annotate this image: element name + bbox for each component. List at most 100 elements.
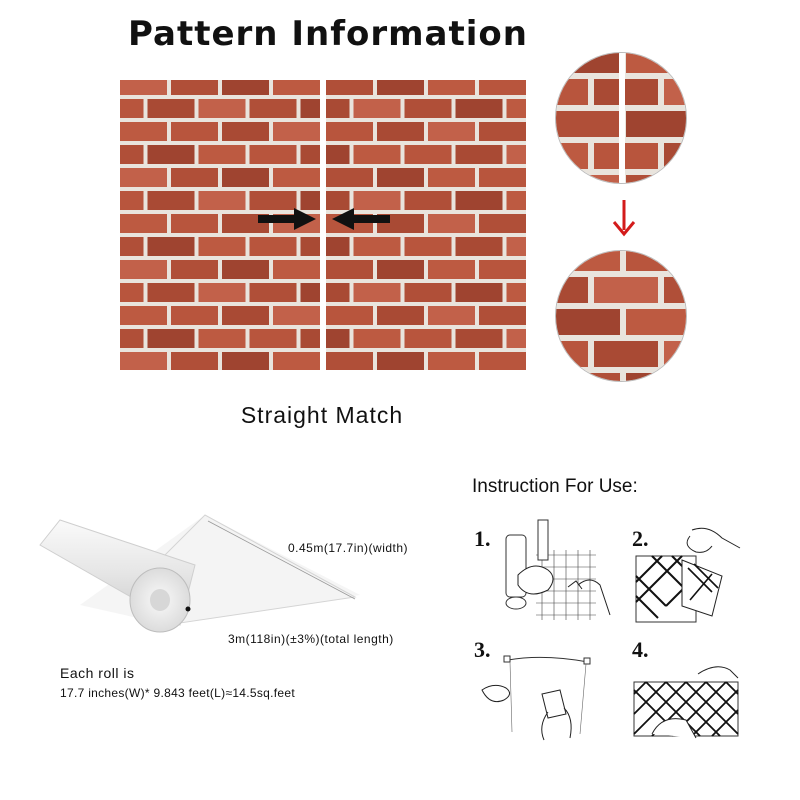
step-2-apply-paste-icon [635,527,741,623]
brick [506,99,526,118]
seam-gap [619,53,625,183]
brick [326,122,373,141]
brick [377,122,424,141]
brick [273,352,320,370]
step-1-number: 1. [474,526,491,551]
brick [404,99,452,118]
brick [120,283,144,302]
brick [353,329,401,348]
brick [273,168,320,187]
brick [249,99,297,118]
brick [326,145,350,164]
brick [455,145,503,164]
brick [455,99,503,118]
brick [664,79,686,105]
brick [326,352,373,370]
brick [594,79,658,105]
brick [353,283,401,302]
step-4-number: 4. [632,637,649,662]
brick [594,277,658,303]
brick [326,306,373,325]
brick [455,237,503,256]
brick [147,99,195,118]
brick [479,260,526,279]
brick [300,237,320,256]
brick [120,80,167,95]
brick [273,260,320,279]
brick [626,175,686,183]
brick [326,260,373,279]
brick [664,341,686,367]
left-arrow-icon [332,208,390,230]
step-3-hang-smooth-icon [481,655,591,741]
wallpaper-roll-icon [39,514,360,633]
brick [198,237,246,256]
brick [198,283,246,302]
brick [428,122,475,141]
brick [404,237,452,256]
brick [222,214,269,233]
brick [300,329,320,348]
brick [326,283,350,302]
brick [506,283,526,302]
brick [428,260,475,279]
brick [300,145,320,164]
zoom-circle-matched [555,250,687,382]
step-2-number: 2. [632,526,649,551]
brick [326,168,373,187]
brick [222,168,269,187]
brick [120,352,167,370]
brick [353,145,401,164]
brick-pattern-left [120,80,320,370]
brick [249,237,297,256]
brick [556,277,588,303]
brick [198,191,246,210]
brick [300,191,320,210]
brick [506,237,526,256]
brick [556,251,620,271]
brick [556,373,620,381]
brick [626,251,686,271]
match-type-label: Straight Match [240,402,404,428]
brick [377,80,424,95]
brick [171,122,218,141]
brick [594,143,658,169]
brick [249,145,297,164]
brick [626,53,686,73]
brick [171,214,218,233]
brick [556,341,588,367]
brick [506,191,526,210]
brick [120,329,144,348]
brick [147,191,195,210]
brick [120,168,167,187]
brick [249,283,297,302]
down-arrow-icon [612,200,636,237]
brick [198,99,246,118]
brick [377,306,424,325]
brick [273,122,320,141]
brick [377,260,424,279]
brick [300,283,320,302]
brick [455,191,503,210]
brick [455,283,503,302]
brick [404,283,452,302]
brick [626,111,686,137]
brick [120,214,167,233]
brick [326,329,350,348]
brick [326,99,350,118]
brick [198,329,246,348]
brick [273,306,320,325]
brick [249,191,297,210]
brick [120,122,167,141]
brick [428,214,475,233]
brick [326,80,373,95]
roll-length-label: 3m(118in)(±3%)(total length) [228,632,394,646]
brick [120,145,144,164]
brick [120,306,167,325]
brick [506,329,526,348]
brick [353,191,401,210]
brick [273,80,320,95]
brick [428,80,475,95]
zoom-circle-split [555,52,687,184]
brick [479,80,526,95]
